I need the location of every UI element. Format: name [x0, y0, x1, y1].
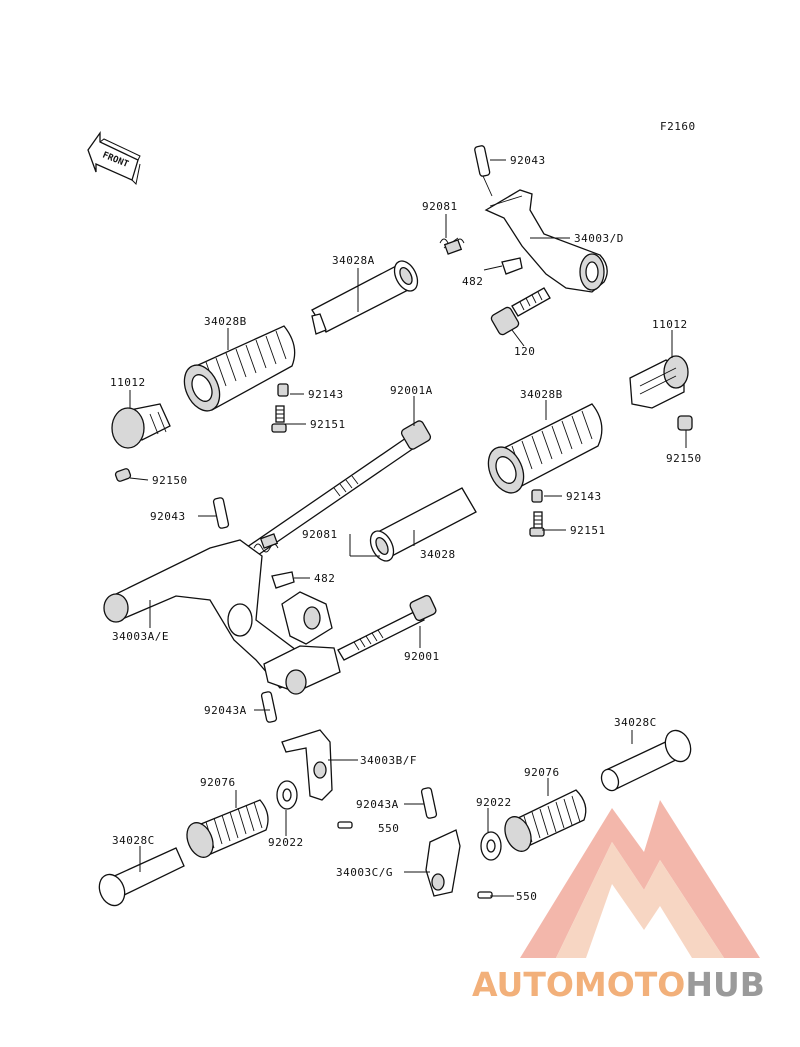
callout-92143-right: 92143 — [566, 490, 602, 503]
cap-11012-left — [111, 403, 171, 449]
footpeg-34028c-left — [98, 847, 185, 907]
washer-92022-left — [276, 780, 298, 810]
callout-92151-right: 92151 — [570, 524, 606, 537]
callout-labels: 92043 92081 34003/D 34028A 482 120 34028… — [110, 154, 702, 903]
pedal-34003d — [484, 189, 608, 293]
callout-550-bottom: 550 — [516, 890, 537, 903]
callout-92151-left: 92151 — [310, 418, 346, 431]
callout-92081-mid: 92081 — [302, 528, 338, 541]
washer-92022-right — [480, 831, 502, 861]
screw-92151-right — [529, 511, 545, 537]
bracket-34003bf — [281, 729, 333, 801]
bolt-120 — [490, 287, 551, 336]
callout-482-top: 482 — [462, 275, 483, 288]
bracket-11012-right — [629, 355, 689, 409]
clip-482-top — [501, 257, 523, 275]
footpeg-34028 — [369, 487, 477, 562]
callout-92043a-right: 92043A — [356, 798, 399, 811]
watermark-text: AUTOMOTOHUB — [472, 965, 765, 1004]
rubber-34028b-left — [183, 325, 296, 412]
callout-34028a: 34028A — [332, 254, 375, 267]
callout-92043-mid: 92043 — [150, 510, 186, 523]
callout-34028: 34028 — [420, 548, 456, 561]
callout-34028c-left: 34028C — [112, 834, 155, 847]
spring-92081-top — [439, 237, 465, 255]
pin-92043a-left — [260, 691, 278, 723]
front-arrow-icon: FRONT — [87, 130, 141, 186]
callout-92150-right: 92150 — [666, 452, 702, 465]
callout-34028b-right: 34028B — [520, 388, 563, 401]
screw-92151-left — [271, 405, 287, 433]
bolt-92001a — [233, 420, 432, 567]
footpeg-34028a — [311, 260, 419, 335]
screw-92150-right — [677, 415, 693, 431]
pin-92043-mid — [212, 497, 230, 529]
callout-92043-top: 92043 — [510, 154, 546, 167]
rubber-92076-left — [186, 799, 269, 858]
callout-92081-top: 92081 — [422, 200, 458, 213]
bracket-34003cg — [425, 829, 461, 897]
callout-11012-left: 11012 — [110, 376, 146, 389]
clip-482-mid — [271, 571, 295, 589]
callout-34028c-right: 34028C — [614, 716, 657, 729]
footpeg-34028c-right — [600, 729, 692, 792]
callout-482-mid: 482 — [314, 572, 335, 585]
figure-code: F2160 — [660, 120, 696, 133]
pin-550-bottom — [477, 891, 493, 899]
callout-34003d: 34003/D — [574, 232, 624, 245]
pin-92043-top — [474, 145, 493, 197]
grommet-92143-right — [531, 489, 543, 503]
pin-92043a-right — [420, 787, 438, 819]
callout-92022-left: 92022 — [268, 836, 304, 849]
bolt-92001 — [337, 594, 437, 661]
callout-92043a-left: 92043A — [204, 704, 247, 717]
callout-92143-left: 92143 — [308, 388, 344, 401]
rubber-92076-right — [504, 789, 587, 852]
callout-34003ae: 34003A/E — [112, 630, 169, 643]
callout-34028b-left: 34028B — [204, 315, 247, 328]
pin-550-top — [337, 821, 353, 829]
bracket-34003ae — [103, 539, 341, 695]
callout-120: 120 — [514, 345, 535, 358]
callout-92076-left: 92076 — [200, 776, 236, 789]
callout-92001a: 92001A — [390, 384, 433, 397]
callout-11012-right: 11012 — [652, 318, 688, 331]
callout-550-top: 550 — [378, 822, 399, 835]
callout-92076-right: 92076 — [524, 766, 560, 779]
grommet-92143-left — [277, 383, 289, 397]
callout-34003cg: 34003C/G — [336, 866, 393, 879]
screw-92150-left — [114, 468, 132, 482]
callout-92001: 92001 — [404, 650, 440, 663]
spring-92081-mid — [253, 533, 279, 553]
watermark-logo — [520, 800, 760, 958]
rubber-34028b-right — [487, 403, 603, 494]
leader-lines — [129, 159, 687, 897]
callout-92022-right: 92022 — [476, 796, 512, 809]
callout-34003bf: 34003B/F — [360, 754, 417, 767]
callout-92150-left: 92150 — [152, 474, 188, 487]
